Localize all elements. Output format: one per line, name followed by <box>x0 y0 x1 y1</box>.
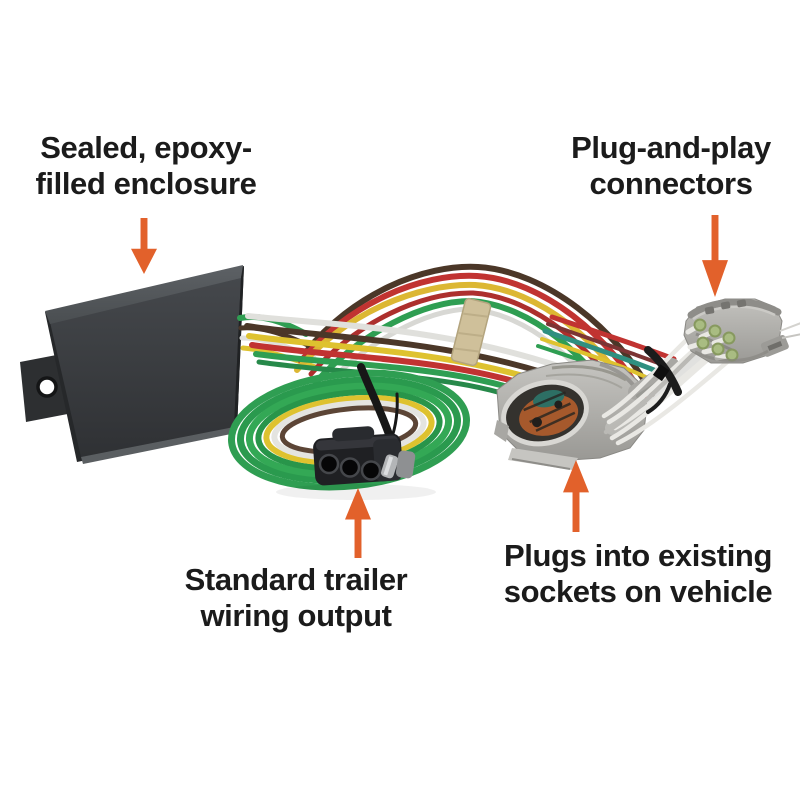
bundle-cable-tie <box>644 346 682 414</box>
wire-seals <box>693 318 739 362</box>
callout-trailer-output-label: Standard trailer wiring output <box>184 562 408 633</box>
converter-enclosure <box>20 265 244 464</box>
vehicle-socket-connector <box>683 298 800 364</box>
metal-pin <box>380 454 399 479</box>
callout-vehicle-sockets-label: Plugs into existing sockets on vehicle <box>503 538 773 609</box>
arrow-up-vehicle-sockets-icon <box>563 460 589 532</box>
ground-shadow <box>276 484 436 500</box>
callout-connectors-label: Plug-and-play connectors <box>571 130 771 201</box>
vehicle-plug-connector <box>494 358 680 470</box>
four-flat-connector <box>313 426 416 486</box>
trailer-wire-coil <box>228 369 470 491</box>
callout-enclosure-label: Sealed, epoxy- filled enclosure <box>35 130 257 201</box>
arrow-down-connectors-icon <box>702 215 728 297</box>
arrow-up-trailer-output-icon <box>345 488 371 558</box>
tape-band <box>450 297 492 367</box>
arrow-down-enclosure-icon <box>131 218 157 274</box>
